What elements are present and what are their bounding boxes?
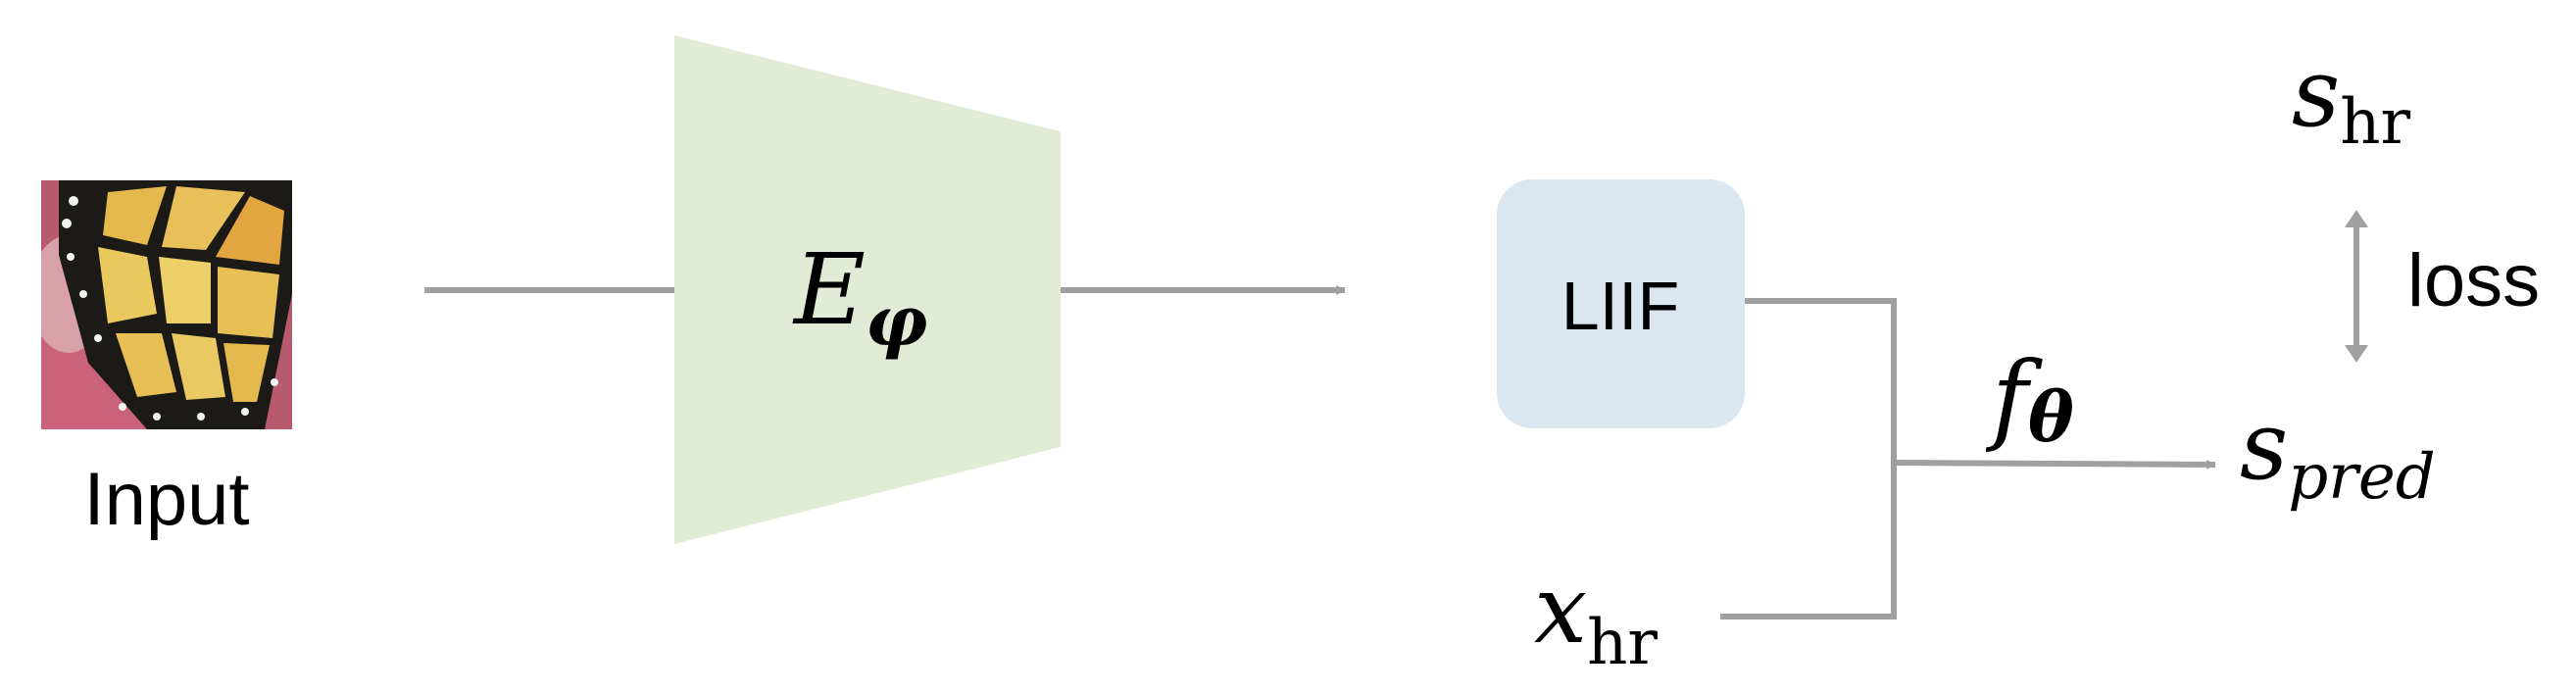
x-hr-subscript: hr bbox=[1587, 607, 1658, 679]
decoder-subscript: θ bbox=[2028, 376, 2074, 458]
x-hr-label: xhr bbox=[1534, 555, 1658, 679]
s-hr-label: shr bbox=[2292, 38, 2410, 159]
s-pred-label: spred bbox=[2240, 391, 2436, 514]
s-hr-subscript: hr bbox=[2340, 86, 2410, 159]
loss-label: loss bbox=[2407, 239, 2540, 322]
decoder-label: fθ bbox=[1985, 340, 2074, 458]
encoder-block bbox=[674, 35, 1061, 544]
encoder-subscript: φ bbox=[866, 280, 927, 362]
loss-arrow-down-head bbox=[2345, 345, 2368, 363]
input-image bbox=[41, 180, 292, 429]
s-pred-symbol: s bbox=[2240, 391, 2288, 501]
s-hr-symbol: s bbox=[2292, 38, 2340, 148]
encoder-symbol: E bbox=[792, 232, 866, 347]
s-pred-subscript: pred bbox=[2288, 441, 2435, 514]
decoder-output-arrow bbox=[1893, 459, 2216, 470]
liif-label: LIIF bbox=[1561, 268, 1680, 344]
loss-arrow-up-head bbox=[2345, 210, 2368, 227]
x-hr-symbol: x bbox=[1534, 555, 1587, 665]
liif-block bbox=[1497, 179, 1745, 428]
input-label: Input bbox=[83, 458, 249, 541]
encoder-label: Eφ bbox=[792, 232, 927, 362]
